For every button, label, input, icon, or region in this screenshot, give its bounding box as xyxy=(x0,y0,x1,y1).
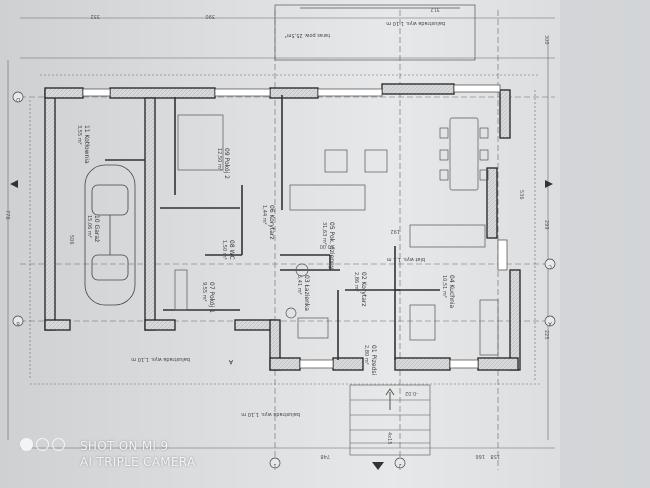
room-area: 31,63 m² xyxy=(321,222,327,245)
dimension-label: 332 xyxy=(90,13,100,19)
balustrada-note-bottom: balustrada wys. 1,10 m xyxy=(241,411,300,417)
dimension-label: 300 xyxy=(543,35,549,45)
dimension-label: 778 xyxy=(4,210,10,220)
room-name: 07 Pokój 1 xyxy=(208,282,215,313)
balustrada-note-left: balustrada wys. 1,10 m xyxy=(131,356,190,362)
page-edge xyxy=(560,0,650,488)
room-area: 12,50 m² xyxy=(216,148,222,171)
car-outline xyxy=(84,164,136,306)
camera-watermark-line2: AI TRIPLE CAMERA xyxy=(80,455,196,469)
section-markers xyxy=(10,180,553,470)
stairs-note: 4x15 xyxy=(386,432,392,445)
dimension-label: 506 xyxy=(68,235,74,245)
dimension-label: 312 xyxy=(430,6,440,12)
axis-a: A xyxy=(548,320,552,326)
room-name: 04 Kuchnia xyxy=(448,275,455,309)
room-name: 11 Kotłownia xyxy=(83,125,90,164)
dimension-label: 192 xyxy=(390,228,400,234)
terrace-outline xyxy=(274,4,476,61)
room-area: 9,55 m² xyxy=(201,282,207,302)
room-name: 03 Łazienka xyxy=(303,275,310,311)
room-name: 08 WC xyxy=(228,240,235,260)
room-area: 1,50 m² xyxy=(221,240,227,260)
room-area: 10,51 m² xyxy=(441,275,447,298)
level-minus: -0.02 xyxy=(405,390,418,396)
room-name: 09 Pokój 2 xyxy=(223,148,230,179)
axis-1: 1 xyxy=(273,462,276,468)
dimension-label: 536 xyxy=(518,190,524,200)
dimension-label: 299 xyxy=(543,220,549,230)
section-arrow-label: A xyxy=(228,358,233,365)
furniture xyxy=(174,114,499,356)
room-area: 5,41 m² xyxy=(296,275,302,295)
room-name: 10 Garaż xyxy=(93,215,100,242)
level-mark: ±0.00 xyxy=(320,243,335,249)
room-area: 1,44 m² xyxy=(261,205,267,225)
windows xyxy=(82,84,508,369)
partitions xyxy=(105,95,440,360)
dimension-label: 158 xyxy=(490,453,500,459)
taras-note: taras pow. 25,5m² xyxy=(285,32,330,38)
dimension-label: 748 xyxy=(320,453,330,459)
room-name: 01 Pizedsi xyxy=(370,345,377,375)
axis-c: C xyxy=(548,263,552,269)
room-name: 05 Pok. dzienny xyxy=(328,222,335,270)
entrance-stairs xyxy=(349,384,431,456)
camera-watermark-line1: SHOT ON MI 9 xyxy=(20,438,168,453)
axis-bubbles xyxy=(12,91,556,469)
room-area: 2,86 m² xyxy=(353,272,359,292)
room-name: 02 Korytarz xyxy=(360,272,367,307)
room-area: 15,06 m² xyxy=(86,215,92,238)
room-name: 06 Korytarz xyxy=(268,205,275,240)
axis-2: 2 xyxy=(398,462,401,468)
axis-b: B xyxy=(16,320,20,326)
axis-d: D xyxy=(16,96,20,102)
camera-dots-icon xyxy=(20,438,76,453)
room-area: 3,55 m² xyxy=(76,125,82,145)
room-area: 2,80 m² xyxy=(363,345,369,365)
balustrada-note-top: balustrada wys. 1,10 m xyxy=(386,20,445,26)
blat-note: blat wys. 1,1 m xyxy=(386,256,425,262)
dimension-label: 390 xyxy=(205,13,215,19)
dimension-label: 166 xyxy=(475,453,485,459)
dimension-label: 225 xyxy=(543,330,549,340)
